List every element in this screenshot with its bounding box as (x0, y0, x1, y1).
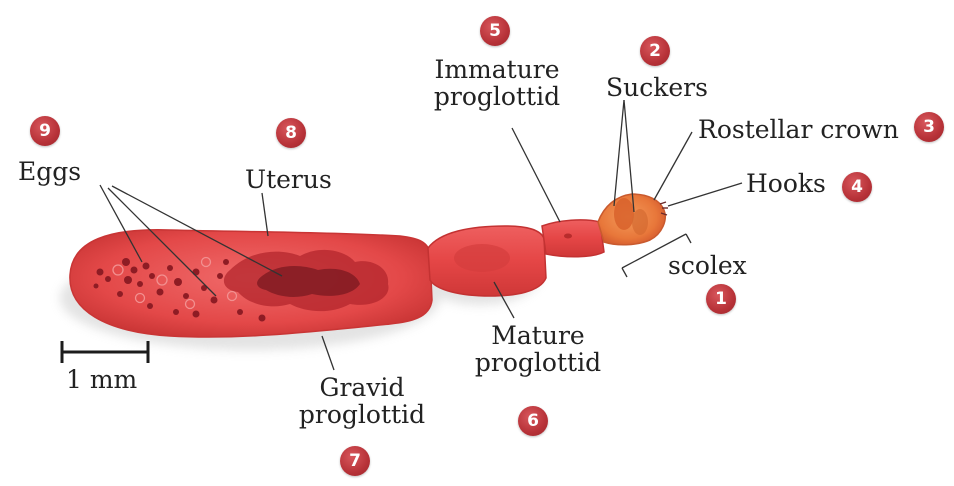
mature-label-line2: proglottid (468, 349, 608, 376)
suckers-label: Suckers (606, 74, 708, 101)
mature-label-line1: Mature (468, 322, 608, 349)
mature-organs (454, 244, 510, 272)
hooks-label: Hooks (746, 170, 826, 197)
sucker-shape-2 (632, 209, 648, 235)
badge-immature: 5 (480, 16, 510, 46)
gravid-label-line2: proglottid (290, 401, 434, 428)
immature-proglottid-label: Immature proglottid (428, 56, 566, 110)
immature-proglottid-shape (542, 220, 604, 257)
eggs-label: Eggs (18, 158, 81, 185)
badge-scolex: 1 (706, 284, 736, 314)
immature-label-line2: proglottid (428, 83, 566, 110)
badge-rostellar-crown: 3 (914, 112, 944, 142)
uterus-label: Uterus (245, 166, 332, 193)
immature-organ (564, 234, 572, 239)
rostellar-crown-label: Rostellar crown (698, 116, 899, 143)
immature-label-line1: Immature (428, 56, 566, 83)
gravid-proglottid-label: Gravid proglottid (290, 374, 434, 428)
sucker-shape (614, 198, 634, 230)
scale-bar-label: 1 mm (66, 366, 137, 393)
gravid-label-line1: Gravid (290, 374, 434, 401)
badge-hooks: 4 (842, 172, 872, 202)
badge-suckers: 2 (640, 36, 670, 66)
badge-gravid: 7 (340, 446, 370, 476)
badge-mature: 6 (518, 406, 548, 436)
scolex-label: scolex (668, 252, 747, 279)
mature-proglottid-label: Mature proglottid (468, 322, 608, 376)
scale-bar (62, 341, 148, 363)
badge-uterus: 8 (276, 118, 306, 148)
badge-eggs: 9 (30, 116, 60, 146)
